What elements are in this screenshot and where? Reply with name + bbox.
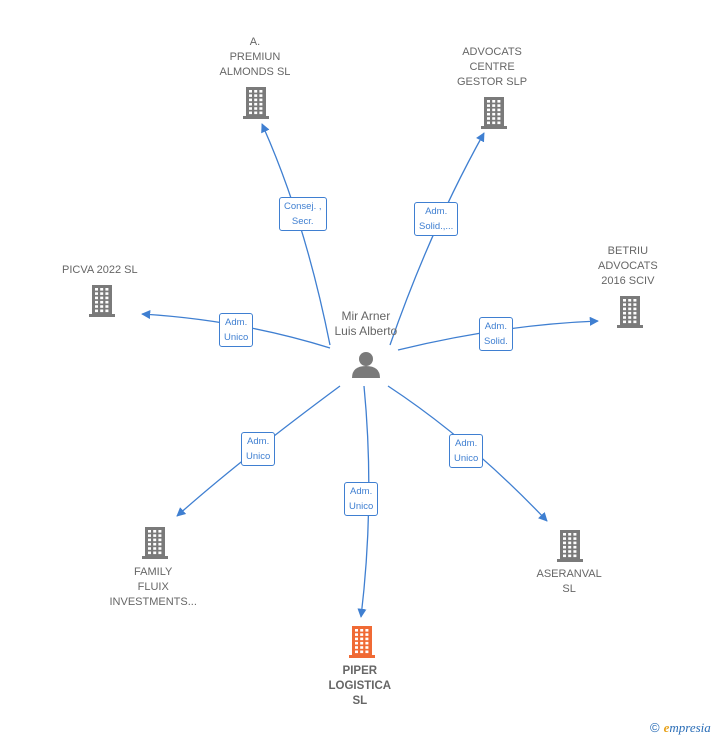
person-icon[interactable] <box>352 352 380 378</box>
node-label-advocats-centre[interactable]: ADVOCATS CENTRE GESTOR SLP <box>457 45 527 90</box>
node-label-aseranval-line: ASERANVAL <box>536 568 602 580</box>
node-label-premiun-line: ALMONDS SL <box>219 65 291 78</box>
node-label-family[interactable]: FAMILY FLUIX INVESTMENTS... <box>110 565 197 610</box>
edge-label-family: Adm. Unico <box>241 432 276 466</box>
edge-label-betriu-line: Adm. <box>484 321 507 332</box>
edge-label-aseranval-line: Unico <box>454 453 479 464</box>
node-label-betriu-line: 2016 SCIV <box>601 274 655 287</box>
building-icon[interactable] <box>557 530 583 562</box>
edge-label-aseranval: Adm. Unico <box>449 434 484 468</box>
node-label-piper[interactable]: PIPER LOGISTICA SL <box>329 664 392 709</box>
logo-text: mpresia <box>669 720 711 735</box>
edge-label-picva-line: Unico <box>224 332 249 343</box>
node-label-family-line: FAMILY <box>134 565 173 578</box>
node-label-advocats-centre-line: CENTRE <box>469 60 515 73</box>
building-icon[interactable] <box>89 285 115 317</box>
node-label-family-line: FLUIX <box>137 580 169 593</box>
edge-to-premiun <box>261 123 331 346</box>
node-label-family-line: INVESTMENTS... <box>109 595 197 608</box>
node-label-picva[interactable]: PICVA 2022 SL <box>62 263 138 278</box>
edge-label-premiun-line: Secr. <box>291 216 314 227</box>
building-icon[interactable] <box>481 97 507 129</box>
edge-label-premiun: Consej. , Secr. <box>279 197 327 231</box>
building-icon[interactable] <box>243 87 269 119</box>
center-person-name-line: Luis Alberto <box>334 324 398 338</box>
edge-label-picva-line: Adm. <box>225 317 248 328</box>
node-label-picva-line: PICVA 2022 SL <box>62 263 138 276</box>
edge-label-picva: Adm. Unico <box>219 313 254 347</box>
node-label-betriu-line: ADVOCATS <box>598 259 658 272</box>
copyright-symbol: © <box>650 720 660 735</box>
edge-label-piper-line: Unico <box>349 501 374 512</box>
edge-label-premiun-line: Consej. , <box>284 201 322 212</box>
building-icon[interactable] <box>142 527 168 559</box>
node-label-advocats-centre-line: ADVOCATS <box>462 45 522 58</box>
node-label-aseranval-line: SL <box>562 583 576 595</box>
node-label-piper-line: SL <box>352 694 368 707</box>
edge-label-betriu-line: Solid. <box>484 336 508 347</box>
node-label-premiun[interactable]: A. PREMIUN ALMONDS SL <box>220 35 291 80</box>
building-icon[interactable] <box>617 296 643 328</box>
edge-label-aseranval-line: Adm. <box>455 438 478 449</box>
edge-label-betriu: Adm. Solid. <box>479 317 513 351</box>
node-label-piper-line: PIPER <box>342 664 378 677</box>
edge-label-piper-line: Adm. <box>350 486 373 497</box>
edge-label-family-line: Unico <box>246 451 271 462</box>
node-label-piper-line: LOGISTICA <box>328 679 392 692</box>
building-icon[interactable] <box>349 626 375 658</box>
edge-label-advocats-centre: Adm. Solid.,... <box>414 202 459 236</box>
node-label-premiun-line: PREMIUN <box>229 50 281 63</box>
logo-initial: e <box>663 720 670 735</box>
edge-label-piper: Adm. Unico <box>344 482 379 516</box>
edge-label-advocats-centre-line: Solid.,... <box>419 221 454 232</box>
node-label-advocats-centre-line: GESTOR SLP <box>457 75 528 88</box>
node-label-premiun-line: A. <box>249 35 261 48</box>
edge-label-family-line: Adm. <box>247 436 270 447</box>
node-label-betriu[interactable]: BETRIU ADVOCATS 2016 SCIV <box>598 244 658 289</box>
node-label-betriu-line: BETRIU <box>607 244 649 257</box>
edge-to-advocats-centre <box>389 132 485 346</box>
node-label-aseranval[interactable]: ASERANVAL SL <box>537 567 602 597</box>
edge-label-advocats-centre-line: Adm. <box>425 206 448 217</box>
center-person-name-line: Mir Arner <box>341 309 391 323</box>
empresia-logo: ©empresia <box>650 720 711 736</box>
